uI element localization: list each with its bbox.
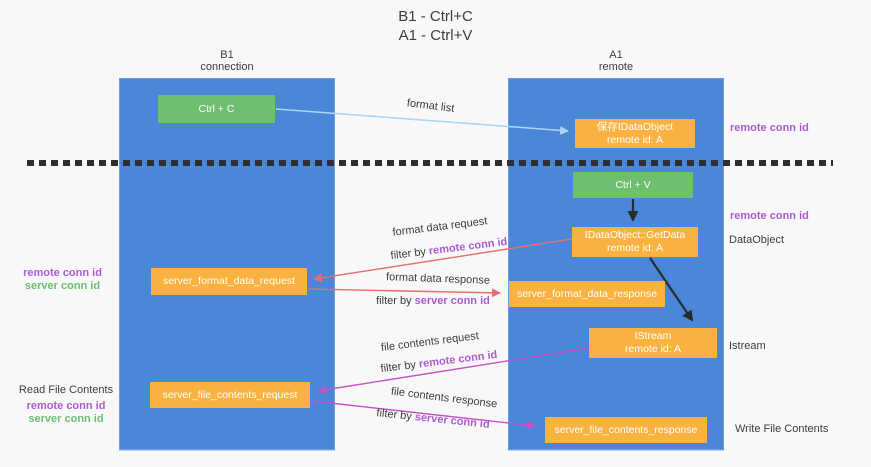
save-idataobject-line2: remote id: A [606,133,664,146]
a1-subtitle: remote [598,61,634,73]
server-file-contents-request-box: server_file_contents_request [150,382,310,408]
left-remote-conn-id-2: remote conn id [26,400,106,412]
filter-by-text: filter by [389,245,427,263]
remote-conn-id-text: remote conn id [428,235,508,258]
remote-conn-id-annotation-top: remote conn id [730,122,809,134]
ctrl-v-box: Ctrl + V [573,172,693,198]
server-format-data-request-box: server_format_data_request [151,268,307,295]
format-data-request-label: format data request [391,215,489,239]
getdata-line2: remote id: A [606,242,664,254]
read-file-contents-annotations: Read File Contents remote conn id server… [5,384,127,426]
session-divider-dashed-line [27,160,833,166]
remote-conn-id-annotation-mid: remote conn id [730,210,809,222]
save-idataobject-line1: 保存IDataObject [596,120,674,133]
istream-line1: IStream [634,330,672,342]
b1-name: B1 [220,49,234,61]
format-list-label: format list [406,97,455,115]
server-file-contents-request-label: server_file_contents_request [162,388,298,401]
istream-annotation: Istream [729,340,766,352]
server-format-data-response-label: server_format_data_response [516,287,658,300]
ctrl-c-label: Ctrl + C [198,102,235,115]
file-contents-response-label: file contents response [390,385,498,411]
filter-by-server-conn-id-label: filter by server conn id [371,295,495,308]
save-idataobject-box: 保存IDataObject remote id: A [575,119,695,148]
istream-box: IStream remote id: A [589,328,717,358]
left-server-conn-id-2: server conn id [28,413,104,425]
format-data-response-arrow [308,288,501,298]
filter-by-text: filter by [375,407,413,423]
ctrl-v-label: Ctrl + V [615,178,651,191]
title-line-b1: B1 - Ctrl+C [398,8,473,25]
server-file-contents-response-box: server_file_contents_response [545,417,707,443]
a1-name: A1 [609,49,623,61]
left-remote-conn-id: remote conn id [23,267,102,279]
b1-subtitle: connection [200,61,254,73]
left-conn-id-annotations: remote conn id server conn id [10,267,115,293]
format-data-response-label: format data response [385,271,491,287]
filter-by-text: filter by [376,295,412,307]
read-file-contents-label: Read File Contents [18,384,114,396]
ctrl-c-box: Ctrl + C [158,95,275,123]
istream-line2: remote id: A [624,343,682,355]
getdata-line1: IDataObject::GetData [584,229,686,241]
server-conn-id-text: server conn id [414,295,490,307]
idataobject-getdata-box: IDataObject::GetData remote id: A [572,227,698,257]
filter-by-text: filter by [379,358,417,376]
b1-column-header: B1 connection [119,49,335,73]
write-file-contents-annotation: Write File Contents [735,423,829,435]
diagram-title: B1 - Ctrl+C A1 - Ctrl+V [0,7,871,45]
server-format-data-request-label: server_format_data_request [163,275,295,287]
server-conn-id-text: server conn id [414,411,491,431]
left-server-conn-id: server conn id [24,280,101,292]
filter-by-server-conn-id-label-2: filter by server conn id [368,406,499,433]
dataobject-annotation: DataObject [729,234,785,246]
title-line-a1: A1 - Ctrl+V [398,27,473,44]
server-format-data-response-box: server_format_data_response [509,281,665,307]
server-file-contents-response-label: server_file_contents_response [554,423,698,436]
remote-conn-id-text: remote conn id [418,348,498,371]
a1-column-header: A1 remote [508,49,724,73]
